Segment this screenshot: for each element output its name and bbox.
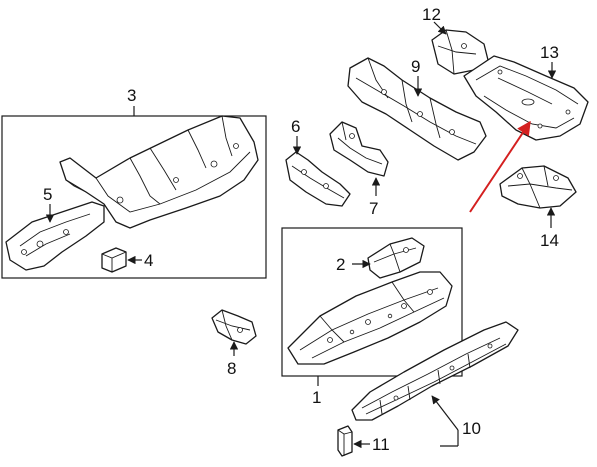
leader-10-a (431, 395, 459, 431)
callout-3: 3 (127, 86, 136, 105)
part-14-support-bracket (499, 165, 577, 209)
callout-13: 13 (540, 43, 559, 62)
part-13-rear-floor-panel (463, 55, 589, 141)
part-8-bracket (211, 309, 257, 345)
callout-7: 7 (369, 199, 378, 218)
callout-1: 1 (312, 388, 321, 407)
part-5-front-bracket (5, 201, 105, 271)
part-10-side-sill (351, 321, 519, 421)
part-4-clip (101, 247, 127, 273)
callout-2: 2 (336, 255, 345, 274)
part-11-clip (337, 425, 353, 457)
callout-6: 6 (291, 117, 300, 136)
part-9-rear-crossmember (347, 57, 487, 161)
part-7-reinforcement (329, 121, 389, 177)
callout-9: 9 (411, 57, 420, 76)
callout-11: 11 (372, 435, 390, 454)
part-2-floor-bracket (367, 237, 425, 279)
part-1-main-floor-pan (287, 271, 453, 365)
part-6-side-member (285, 151, 351, 207)
callout-4: 4 (144, 251, 153, 270)
callout-5: 5 (43, 185, 52, 204)
callout-14: 14 (540, 231, 559, 250)
part-3-front-floor-upper (59, 115, 259, 229)
leader-12 (433, 21, 447, 35)
callout-8: 8 (227, 359, 236, 378)
callout-10: 10 (462, 419, 481, 438)
group-box-1 (281, 227, 463, 377)
callout-12: 12 (422, 5, 441, 24)
highlight-arrow-red (469, 120, 531, 213)
